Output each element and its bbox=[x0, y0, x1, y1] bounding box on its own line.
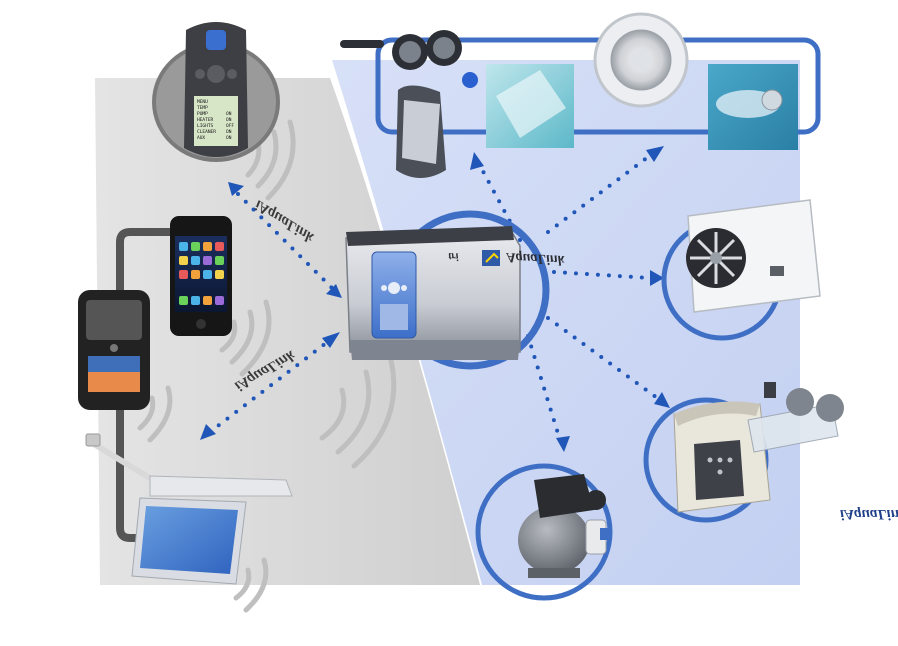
remote-status: OFF bbox=[226, 123, 234, 129]
remote-line: TEMP bbox=[197, 105, 208, 111]
remote-status: ON bbox=[226, 117, 232, 123]
remote-line: HEATER bbox=[197, 117, 214, 123]
remote-line: AUX bbox=[197, 135, 205, 141]
remote-line: LIGHTS bbox=[197, 123, 214, 129]
heat-pump-icon bbox=[686, 199, 821, 313]
smartphone-icon bbox=[170, 216, 232, 336]
connection-arrows bbox=[208, 152, 662, 442]
ethernet-plug-icon bbox=[85, 433, 152, 481]
robot-cleaner-icon bbox=[340, 30, 478, 178]
sand-filter-icon bbox=[518, 474, 610, 578]
blackberry-icon bbox=[78, 290, 150, 410]
remote-status: ON bbox=[226, 111, 232, 117]
remote-lcd-lines: MENU TEMP PUMP HEATER LIGHTS CLEANER AUX… bbox=[197, 99, 234, 141]
remote-line: MENU bbox=[197, 99, 208, 105]
remote-icon bbox=[184, 22, 248, 157]
pool-light-icon bbox=[593, 12, 689, 108]
hub-brand-text: AquaLink bbox=[506, 249, 566, 268]
chlorinator-icon bbox=[673, 382, 844, 513]
hub-tri-text: tri bbox=[448, 250, 460, 263]
grey-zone bbox=[95, 78, 480, 585]
remote-status: ON bbox=[226, 129, 232, 135]
remote-status: ON bbox=[226, 135, 232, 141]
wifi-waves-icon bbox=[137, 119, 397, 613]
arrow-heads bbox=[200, 146, 670, 452]
control-hub-icon bbox=[345, 226, 521, 360]
remote-line: PUMP bbox=[197, 111, 208, 117]
aqualink-logo-chlorinator: iAquaLink bbox=[840, 506, 898, 522]
laptop-icon bbox=[131, 475, 293, 585]
remote-line: CLEANER bbox=[197, 129, 216, 135]
